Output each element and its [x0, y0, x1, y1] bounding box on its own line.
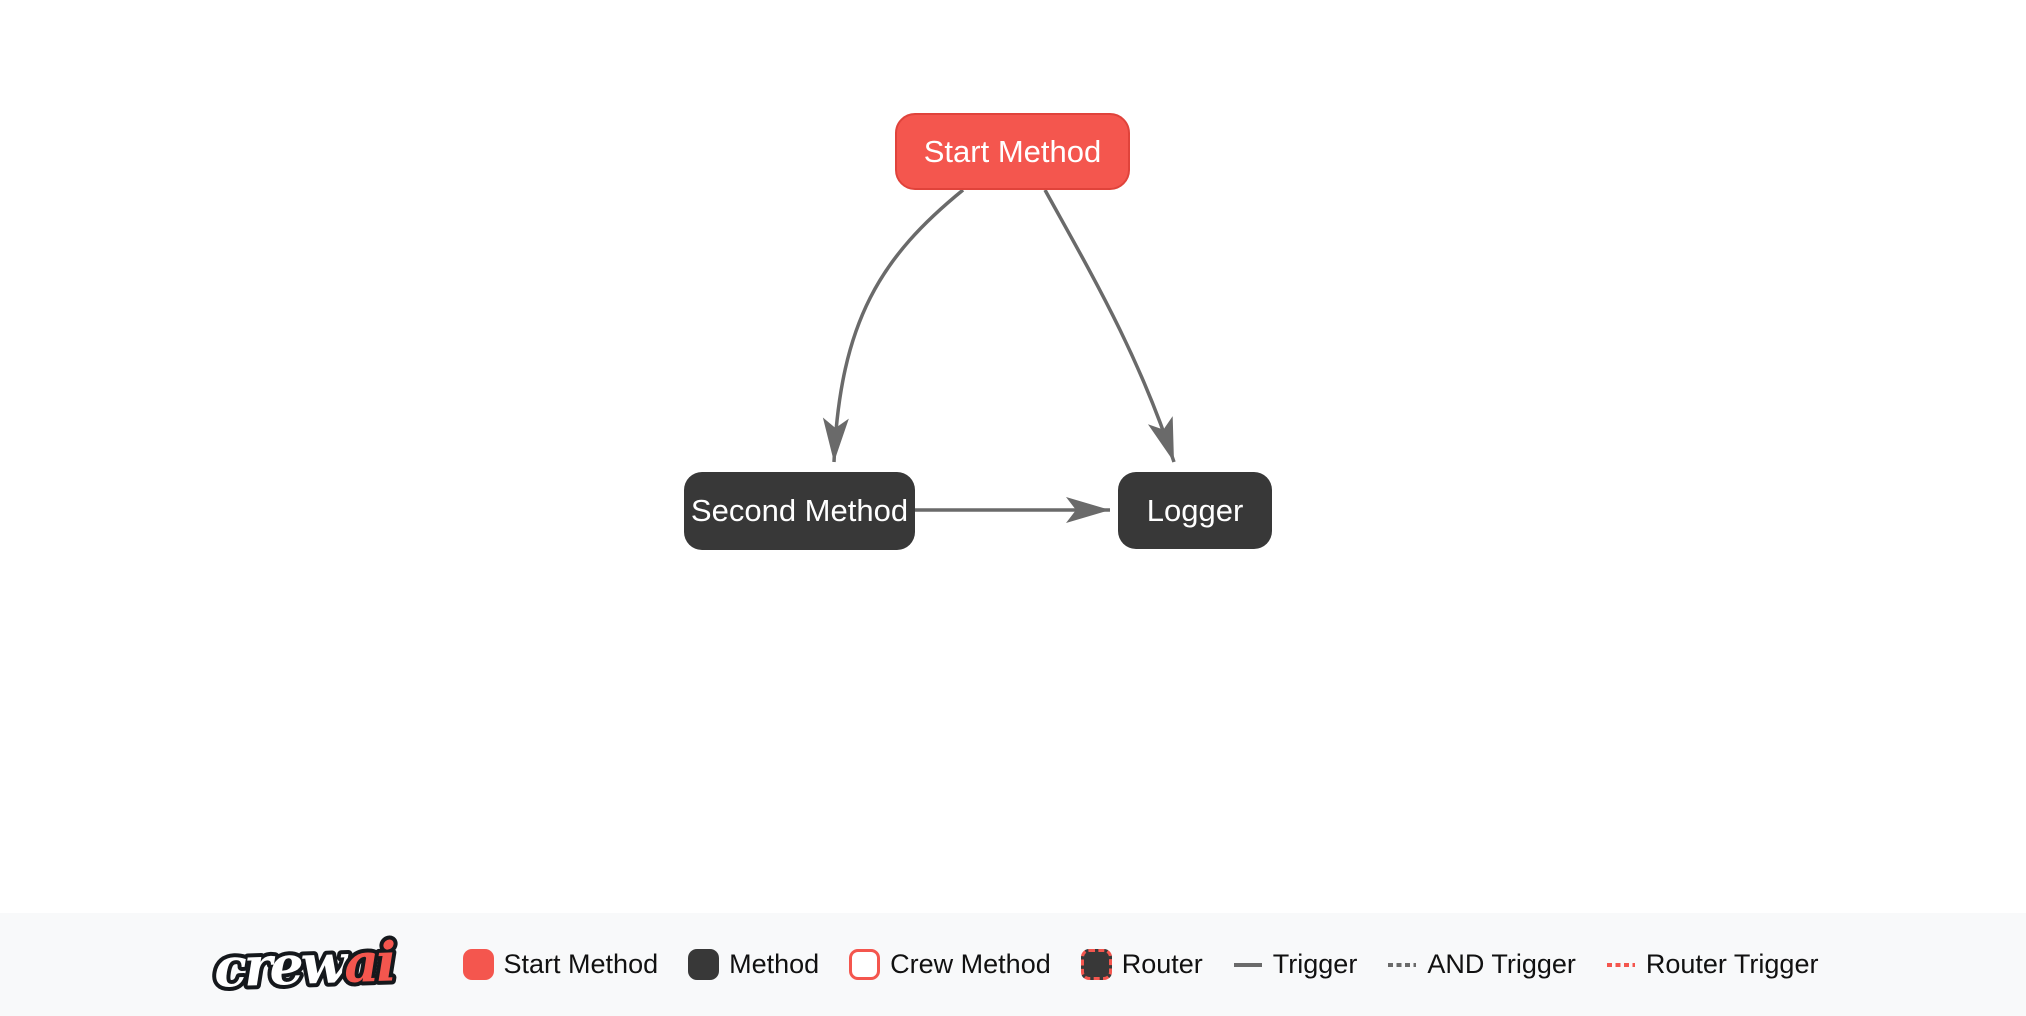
- legend-bar: crewai Start Method Method Crew Method R…: [0, 913, 2026, 1016]
- legend-item-router: Router: [1080, 949, 1203, 980]
- crewai-logo: crewai: [208, 929, 399, 1001]
- edge-start-to-logger: [1043, 189, 1176, 463]
- node-start-method[interactable]: Start Method: [895, 113, 1130, 190]
- legend-label: Crew Method: [890, 949, 1051, 979]
- legend-label: Router Trigger: [1645, 949, 1819, 979]
- node-logger[interactable]: Logger: [1118, 472, 1272, 549]
- node-second-method[interactable]: Second Method: [684, 472, 915, 550]
- crew-method-swatch-icon: [849, 949, 881, 980]
- legend-item-start-method: Start Method: [462, 949, 659, 980]
- legend-label: AND Trigger: [1427, 949, 1576, 979]
- legend-item-trigger: Trigger: [1233, 949, 1358, 980]
- crewai-logo-crew: crew: [212, 930, 350, 999]
- legend-label: Method: [729, 949, 820, 979]
- router-trigger-line-icon: [1606, 962, 1635, 967]
- crewai-logo-text: crewai: [212, 929, 395, 999]
- start-method-swatch-icon: [462, 949, 494, 980]
- trigger-line-icon: [1233, 962, 1262, 967]
- legend-label: Router: [1121, 949, 1203, 979]
- legend-label: Trigger: [1272, 949, 1358, 979]
- legend-item-router-trigger: Router Trigger: [1606, 949, 1819, 980]
- crewai-logo-ai: ai: [343, 929, 396, 995]
- legend-item-and-trigger: AND Trigger: [1387, 949, 1576, 980]
- method-swatch-icon: [688, 949, 720, 980]
- and-trigger-line-icon: [1388, 962, 1417, 967]
- edge-start-to-second-method: [822, 188, 965, 463]
- legend-item-method: Method: [688, 949, 819, 980]
- legend-label: Start Method: [503, 949, 659, 979]
- router-swatch-icon: [1080, 949, 1112, 980]
- legend-item-crew-method: Crew Method: [849, 949, 1051, 980]
